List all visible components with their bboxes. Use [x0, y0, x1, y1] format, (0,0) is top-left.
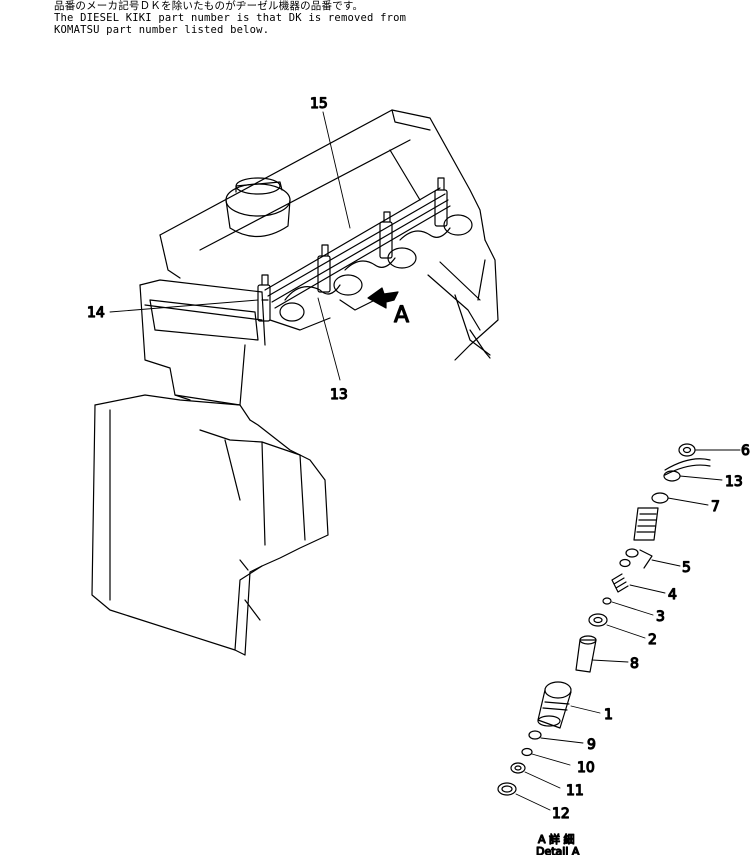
leader-lines: [109, 111, 741, 811]
nozzle-holder-1: [257, 274, 271, 322]
nozzle-holder-body: [633, 507, 659, 541]
callout-6: 6: [741, 443, 750, 459]
part-9-ring: [528, 730, 542, 740]
callout-13-engine: 13: [330, 387, 348, 403]
part-6-nut: [678, 443, 696, 457]
callout-arrow-a: A: [394, 303, 409, 328]
engine-illustration: [91, 109, 499, 656]
part-11-seal: [510, 762, 526, 774]
view-arrow-a: [367, 287, 399, 309]
part-4-spring: [611, 573, 629, 593]
part-8-nozzle: [575, 635, 597, 673]
callout-8: 8: [630, 656, 639, 672]
nozzle-holder-2: [317, 244, 331, 293]
header-notes: 品番のメーカ記号ＤＫを除いたものがヂーゼル機器の品番です。The DIESEL …: [54, 0, 406, 36]
callout-10: 10: [577, 760, 595, 776]
callout-1: 1: [604, 707, 613, 723]
callout-12: 12: [552, 806, 570, 822]
callout-15: 15: [310, 96, 328, 112]
callout-5: 5: [682, 560, 691, 576]
note-line-en-2: KOMATSU part number listed below.: [54, 24, 270, 36]
part-3-pin: [602, 597, 612, 605]
nozzle-holder-3: [379, 211, 393, 259]
part-7-washer: [651, 492, 669, 504]
part-1-retaining-nut: [537, 681, 572, 729]
part-10-ring: [521, 747, 533, 757]
detail-caption-jp: A 詳 細: [538, 832, 575, 846]
injection-pipes: [257, 177, 473, 331]
detail-caption-en: Detail A: [536, 845, 580, 855]
callout-14: 14: [87, 305, 105, 321]
callout-11: 11: [566, 783, 584, 799]
note-line-jp: 品番のメーカ記号ＤＫを除いたものがヂーゼル機器の品番です。: [54, 0, 364, 12]
note-line-en-1: The DIESEL KIKI part number is that DK i…: [54, 12, 407, 24]
part-5-shims: [619, 548, 653, 569]
callout-2: 2: [648, 632, 657, 648]
detail-a-parts: [497, 443, 711, 796]
part-2-spacer: [588, 613, 608, 627]
callout-3: 3: [656, 609, 665, 625]
nozzle-holder-4: [434, 177, 448, 227]
part-13-pipe: [663, 458, 711, 482]
callout-13-detail: 13: [725, 474, 743, 490]
part-12-gasket: [497, 782, 517, 796]
callout-9: 9: [587, 737, 596, 753]
callout-4: 4: [668, 587, 677, 603]
callout-7: 7: [711, 499, 720, 515]
